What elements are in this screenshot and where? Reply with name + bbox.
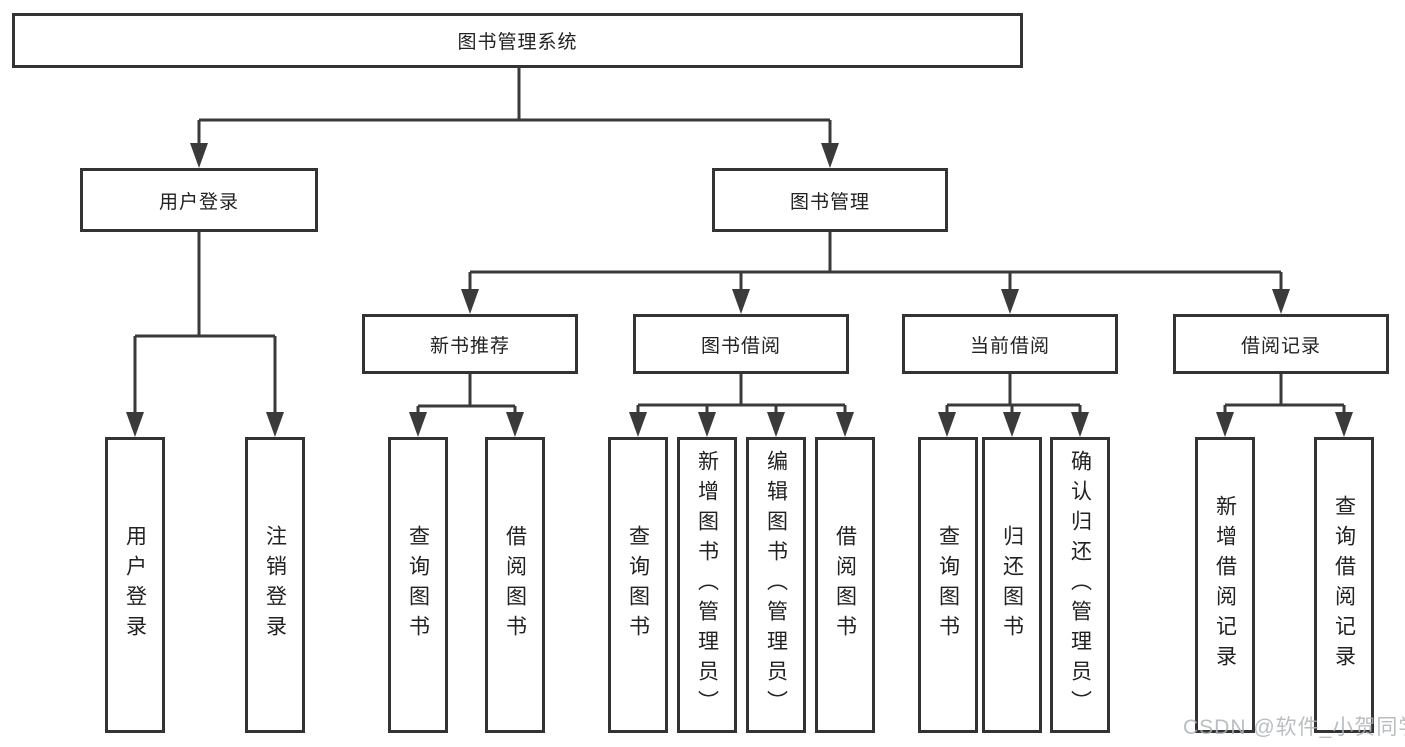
- leaf-borrow-books-recommend: 借阅图书: [485, 437, 545, 733]
- leaf-add-book-admin-label: 新增图书（管理员）: [695, 450, 719, 720]
- leaf-return-books-label: 归还图书: [1000, 525, 1024, 645]
- leaf-logout-label: 注销登录: [263, 525, 287, 645]
- leaf-edit-book-admin-label: 编辑图书（管理员）: [764, 450, 788, 720]
- leaf-query-books-current: 查询图书: [918, 437, 978, 733]
- leaf-query-books-recommend: 查询图书: [388, 437, 448, 733]
- node-borrowing-records: 借阅记录: [1173, 314, 1389, 374]
- node-current-borrowing: 当前借阅: [902, 314, 1118, 374]
- node-book-management: 图书管理: [712, 168, 948, 232]
- leaf-query-borrow-record: 查询借阅记录: [1314, 437, 1374, 733]
- leaf-add-book-admin: 新增图书（管理员）: [677, 437, 737, 733]
- leaf-borrow-books-borrowing: 借阅图书: [815, 437, 875, 733]
- leaf-user-login: 用户登录: [105, 437, 165, 733]
- leaf-return-books: 归还图书: [982, 437, 1042, 733]
- node-user-login: 用户登录: [80, 168, 318, 232]
- node-book-borrowing: 图书借阅: [633, 314, 849, 374]
- leaf-add-borrow-record-label: 新增借阅记录: [1213, 495, 1237, 675]
- leaf-confirm-return-admin-label: 确认归还（管理员）: [1068, 450, 1092, 720]
- leaf-borrow-books-recommend-label: 借阅图书: [503, 525, 527, 645]
- leaf-query-books-borrowing: 查询图书: [608, 437, 668, 733]
- leaf-edit-book-admin: 编辑图书（管理员）: [746, 437, 806, 733]
- csdn-watermark: CSDN @软件_小贺同学: [1183, 716, 1405, 739]
- leaf-logout: 注销登录: [245, 437, 305, 733]
- leaf-query-borrow-record-label: 查询借阅记录: [1332, 495, 1356, 675]
- leaf-query-books-borrowing-label: 查询图书: [626, 525, 650, 645]
- leaf-query-books-current-label: 查询图书: [936, 525, 960, 645]
- leaf-borrow-books-borrowing-label: 借阅图书: [833, 525, 857, 645]
- leaf-confirm-return-admin: 确认归还（管理员）: [1050, 437, 1110, 733]
- leaf-user-login-label: 用户登录: [123, 525, 147, 645]
- leaf-query-books-recommend-label: 查询图书: [406, 525, 430, 645]
- leaf-add-borrow-record: 新增借阅记录: [1195, 437, 1255, 733]
- node-new-book-recommendation: 新书推荐: [362, 314, 578, 374]
- node-library-management-system: 图书管理系统: [12, 13, 1023, 68]
